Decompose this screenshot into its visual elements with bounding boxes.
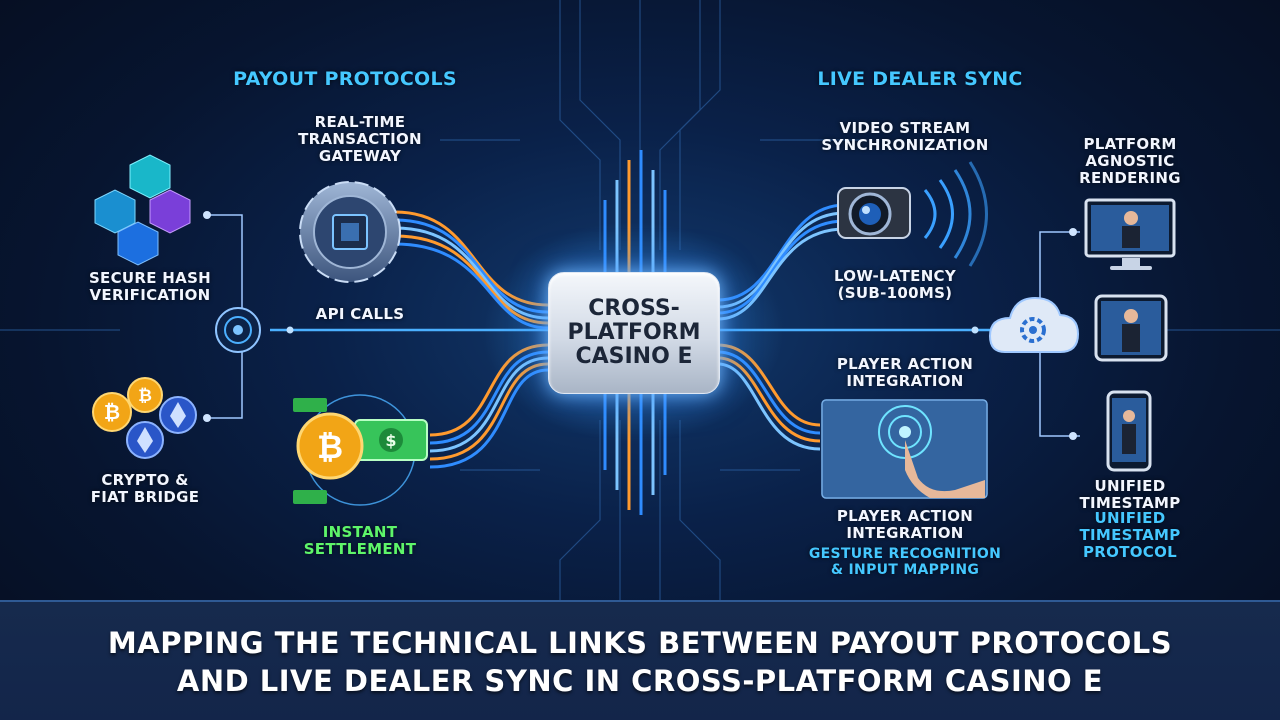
center-hub-label: CROSS- PLATFORM CASINO E [567, 296, 701, 369]
connector-dot [203, 211, 211, 219]
crypto-coins-icon: ₿ ₿ [92, 377, 197, 459]
desktop-icon [1084, 198, 1176, 270]
connector-dot [1069, 432, 1077, 440]
label-crypto-fiat: CRYPTO & FIAT BRIDGE [90, 471, 200, 506]
label-player-action-top: PLAYER ACTION INTEGRATION [836, 355, 974, 390]
label-api-calls: API CALLS [315, 305, 405, 323]
axis-dot [971, 326, 979, 334]
svg-text:$: $ [385, 431, 396, 450]
bitcoin-cash-icon: $ ₿ [293, 394, 428, 506]
connector-dot [203, 414, 211, 422]
camera-icon [837, 161, 988, 267]
touch-screen-icon [821, 399, 988, 499]
hub-node-icon [215, 307, 261, 353]
label-transaction-gateway: REAL-TIME TRANSACTION GATEWAY [298, 113, 422, 165]
connector-dot [1069, 228, 1077, 236]
label-unified-timestamp-protocol: UNIFIED TIMESTAMP PROTOCOL [1079, 509, 1181, 561]
svg-text:₿: ₿ [138, 386, 152, 406]
banner-title: MAPPING THE TECHNICAL LINKS BETWEEN PAYO… [107, 626, 1173, 698]
label-gesture-recognition: GESTURE RECOGNITION & INPUT MAPPING [808, 546, 1002, 578]
tablet-icon [1094, 294, 1168, 362]
gear-chip-icon [299, 181, 401, 283]
center-hub-box: CROSS- PLATFORM CASINO E [548, 272, 720, 394]
circuit-background [0, 0, 1280, 600]
section-title-live: LIVE DEALER SYNC [817, 68, 1023, 90]
label-platform-agnostic: PLATFORM AGNOSTIC RENDERING [1079, 135, 1181, 187]
blockchain-cubes-icon [94, 154, 191, 266]
svg-text:₿: ₿ [317, 428, 343, 466]
smartphone-icon [1106, 390, 1152, 472]
axis-dot [286, 326, 294, 334]
label-low-latency: LOW-LATENCY (sub-100ms) [833, 267, 957, 302]
title-banner: MAPPING THE TECHNICAL LINKS BETWEEN PAYO… [0, 600, 1280, 720]
label-video-sync: VIDEO STREAM SYNCHRONIZATION [821, 119, 989, 154]
label-instant-settlement: INSTANT SETTLEMENT [303, 523, 417, 558]
label-secure-hash: SECURE HASH VERIFICATION [88, 269, 212, 304]
label-unified-timestamp: UNIFIED TIMESTAMP [1079, 477, 1181, 512]
svg-text:₿: ₿ [104, 400, 120, 424]
section-title-payout: PAYOUT PROTOCOLS [233, 68, 457, 90]
cloud-gear-icon [988, 296, 1080, 353]
label-player-action-bottom: PLAYER ACTION INTEGRATION [836, 507, 974, 542]
